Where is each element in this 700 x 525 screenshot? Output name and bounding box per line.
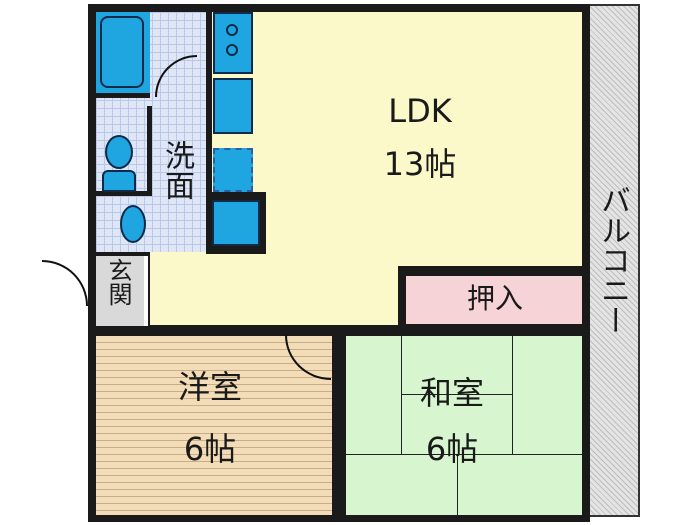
- entrance-door-icon: [42, 260, 88, 306]
- washbasin-icon: [120, 205, 146, 243]
- burner-icon: [226, 24, 238, 36]
- sink-icon: [213, 78, 253, 134]
- tatami-lines: [346, 336, 582, 515]
- entrance: [96, 256, 148, 326]
- western-room: [96, 336, 332, 515]
- western-label: 洋室: [177, 368, 242, 406]
- washing-machine-icon: [212, 200, 260, 246]
- western-size: 6帖: [183, 430, 237, 468]
- washroom-label: 洗面: [159, 140, 194, 200]
- burner-icon: [226, 44, 238, 56]
- balcony-label: バルコニー: [595, 185, 630, 335]
- fridge-space-icon: [213, 148, 253, 192]
- japanese-size: 6帖: [425, 430, 479, 468]
- toilet-room: [96, 106, 152, 196]
- ldk-size: 13帖: [383, 145, 457, 183]
- bathtub-icon: [100, 16, 144, 88]
- closet: [406, 276, 582, 324]
- toilet-icon: [105, 135, 133, 169]
- closet-label: 押入: [466, 282, 523, 315]
- stove-icon: [213, 12, 253, 74]
- kitchen-wall: [206, 12, 212, 200]
- entrance-label: 玄関: [104, 258, 132, 306]
- japanese-label: 和室: [419, 374, 484, 412]
- toilet-tank-icon: [102, 170, 136, 192]
- ldk-label: LDK: [388, 92, 452, 130]
- japanese-room: [346, 336, 582, 515]
